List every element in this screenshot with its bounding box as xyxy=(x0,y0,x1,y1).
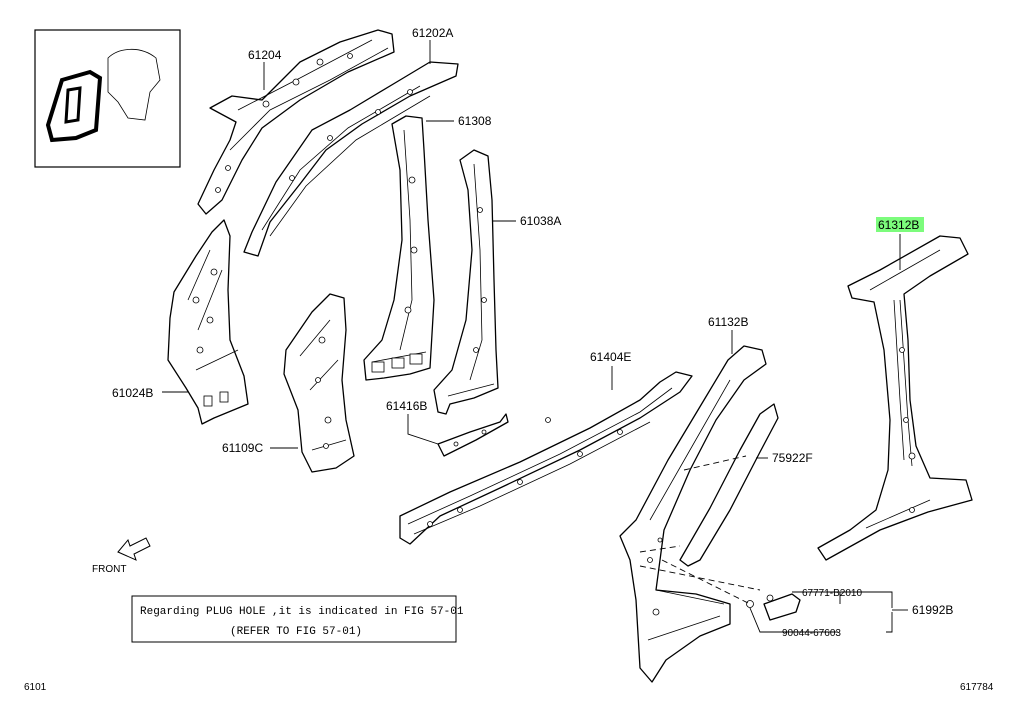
label-61308[interactable]: 61308 xyxy=(458,114,492,128)
assembly-guide-lines xyxy=(639,455,761,605)
label-61416B[interactable]: 61416B xyxy=(386,399,427,413)
illustration-id: 617784 xyxy=(960,682,994,693)
label-61312B[interactable]: 61312B xyxy=(878,218,919,232)
note-line-2: (REFER TO FIG 57-01) xyxy=(230,626,362,638)
figure-code: 6101 xyxy=(24,682,47,693)
label-61109C[interactable]: 61109C xyxy=(222,441,263,455)
highlight-61312B xyxy=(876,217,924,232)
part-61312B[interactable] xyxy=(817,235,973,561)
label-61038A[interactable]: 61038A xyxy=(520,214,561,228)
part-61132B[interactable] xyxy=(619,345,767,683)
label-61992B[interactable]: 61992B xyxy=(912,603,953,617)
part-61308[interactable] xyxy=(363,115,435,381)
label-61202A[interactable]: 61202A xyxy=(412,26,453,40)
front-label: FRONT xyxy=(92,564,126,575)
note-line-1: Regarding PLUG HOLE ,it is indicated in … xyxy=(140,606,464,618)
label-61404E[interactable]: 61404E xyxy=(590,350,631,364)
label-67771-B2010[interactable]: 67771-B2010 xyxy=(802,588,862,599)
part-61992B[interactable] xyxy=(746,593,801,621)
front-arrow-icon xyxy=(117,537,151,561)
inset-vehicle-thumbnail xyxy=(34,29,181,168)
part-61416B[interactable] xyxy=(437,413,509,457)
part-61204[interactable] xyxy=(197,29,395,215)
part-61202A[interactable] xyxy=(243,61,459,257)
label-61132B[interactable]: 61132B xyxy=(708,315,748,329)
label-90044-67603[interactable]: 90044-67603 xyxy=(782,628,841,639)
part-61038A[interactable] xyxy=(433,149,499,415)
part-61024B[interactable] xyxy=(167,219,249,425)
part-75922F[interactable] xyxy=(679,403,779,567)
part-61109C[interactable] xyxy=(283,293,355,473)
part-61404E[interactable] xyxy=(399,371,693,545)
label-75922F[interactable]: 75922F xyxy=(772,451,813,465)
label-61204[interactable]: 61204 xyxy=(248,48,282,62)
leader-lines xyxy=(162,40,908,633)
plug-hole-note: Regarding PLUG HOLE ,it is indicated in … xyxy=(131,595,464,643)
label-61024B[interactable]: 61024B xyxy=(112,386,153,400)
